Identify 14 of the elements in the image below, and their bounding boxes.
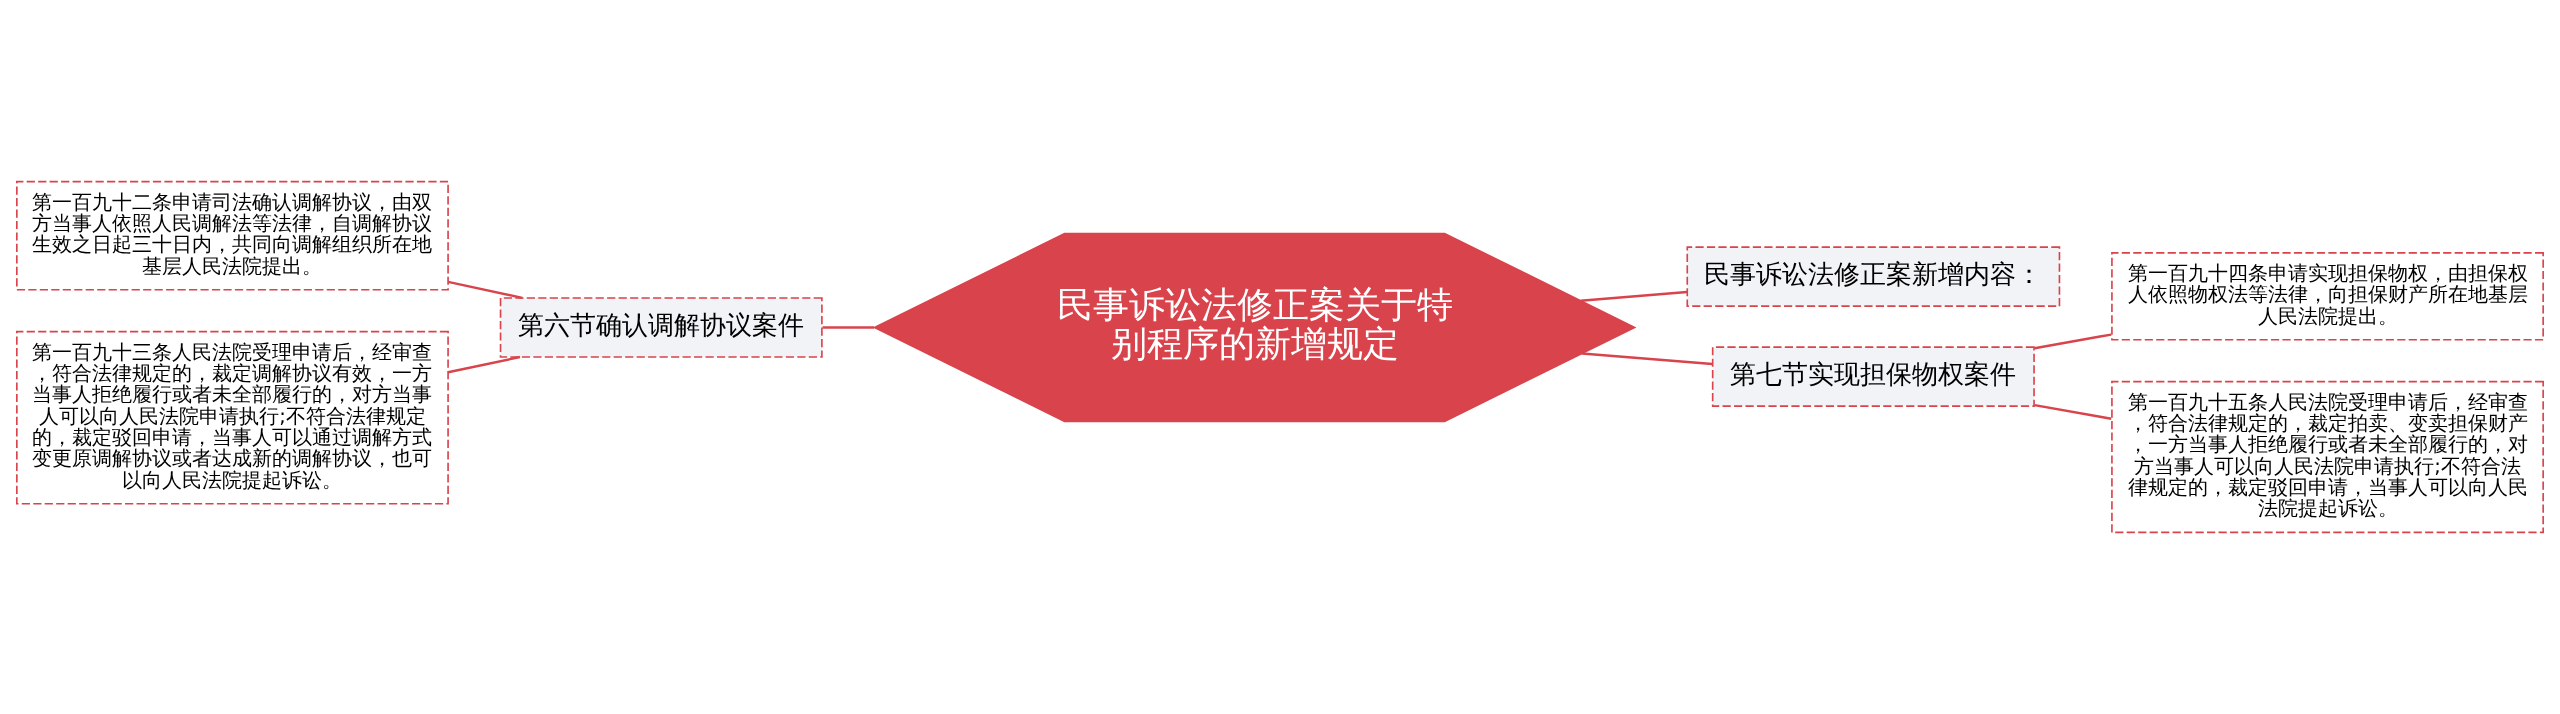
connector: [1581, 352, 1713, 366]
connector: [1580, 290, 1688, 302]
connector: [822, 326, 875, 329]
node-box: 第六节确认调解协议案件: [499, 297, 823, 358]
connector: [2034, 333, 2112, 350]
node-box: 第一百九十四条申请实现担保物权，由担保权人依照物权法等法律，向担保财产所在地基层人民法院提出。: [2111, 252, 2544, 341]
connector: [2034, 403, 2112, 420]
node-box: 民事诉讼法修正案新增内容：: [1686, 246, 2061, 307]
connector: [447, 355, 521, 374]
node-box: 第七节实现担保物权案件: [1711, 346, 2035, 407]
node-box: 第一百九十五条人民法院受理申请后，经审查，符合法律规定的，裁定拍卖、变卖担保财产，一方当事人拒绝履行或者未全部履行的，对方当事人可以向人民法院申请执行;不符合法律规定的，裁定驳回申请，当事人可以向人民法院提起诉讼。: [2111, 380, 2544, 534]
connector: [447, 280, 523, 300]
node-box: 第一百九十三条人民法院受理申请后，经审查，符合法律规定的，裁定调解协议有效，一方当事人拒绝履行或者未全部履行的，对方当事人可以向人民法院申请执行;不符合法律规定的，裁定驳回申请，当事人可以通过调解方式变更原调解协议或者达成新的调解协议，也可以向人民法院提起诉讼。: [16, 330, 449, 505]
node-box: 第一百九十二条申请司法确认调解协议，由双方当事人依照人民调解法等法律，自调解协议生效之日起三十日内，共同向调解组织所在地基层人民法院提出。: [16, 180, 449, 291]
